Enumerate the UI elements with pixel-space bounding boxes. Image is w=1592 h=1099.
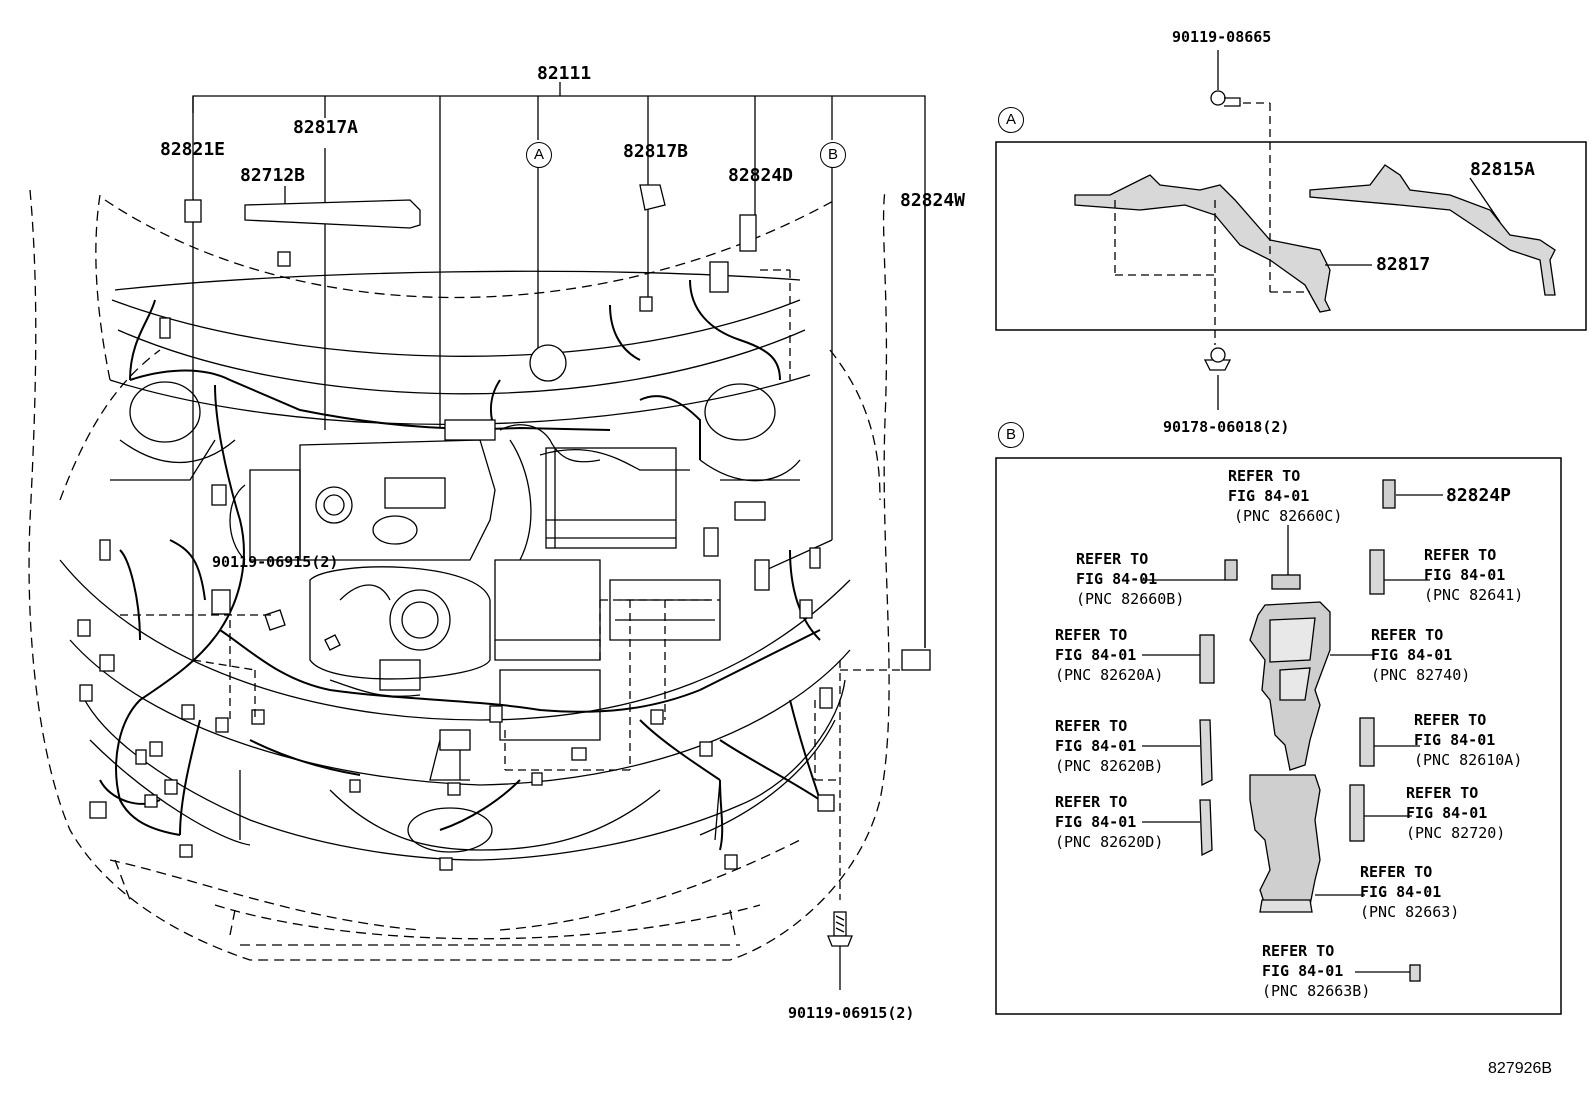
- label-82817A: 82817A: [293, 117, 359, 138]
- label-bolt-bottom: 90119-06915(2): [788, 1004, 915, 1022]
- label-82821E: 82821E: [160, 139, 226, 160]
- callout-b-main: B: [820, 142, 846, 168]
- callout-b-detail: B: [998, 422, 1024, 448]
- label-bolt-mid: 90119-06915(2): [212, 553, 339, 571]
- label-82824P: 82824P: [1446, 485, 1512, 506]
- label-82824W: 82824W: [900, 190, 966, 211]
- bolt-bottom-shape: [827, 911, 853, 947]
- callout-a-detail: A: [998, 107, 1024, 133]
- figure-number: 827926B: [1488, 1060, 1553, 1077]
- guide-lines: [120, 269, 905, 781]
- label-82817: 82817: [1376, 254, 1431, 275]
- label-bolt-top: 90119-08665: [1172, 28, 1272, 46]
- detail-box-a: [995, 90, 1587, 371]
- detail-a-lines: [1114, 102, 1310, 345]
- label-82817B: 82817B: [623, 141, 689, 162]
- detail-a-leaders: [1217, 50, 1501, 410]
- connectors: [77, 184, 931, 871]
- label-82111: 82111: [537, 63, 592, 84]
- detail-box-b: [995, 457, 1562, 1015]
- vehicle-body-outline: [28, 189, 890, 961]
- detail-b-leaders: [1142, 494, 1443, 973]
- callout-a-main: A: [526, 142, 552, 168]
- label-82824D: 82824D: [728, 165, 794, 186]
- label-82712B: 82712B: [240, 165, 306, 186]
- engine-bay-outline: [59, 270, 851, 861]
- label-82815A: 82815A: [1470, 159, 1536, 180]
- engine-components: [229, 424, 721, 781]
- label-clip-a: 90178-06018(2): [1163, 418, 1290, 436]
- wire-harness: [99, 279, 821, 851]
